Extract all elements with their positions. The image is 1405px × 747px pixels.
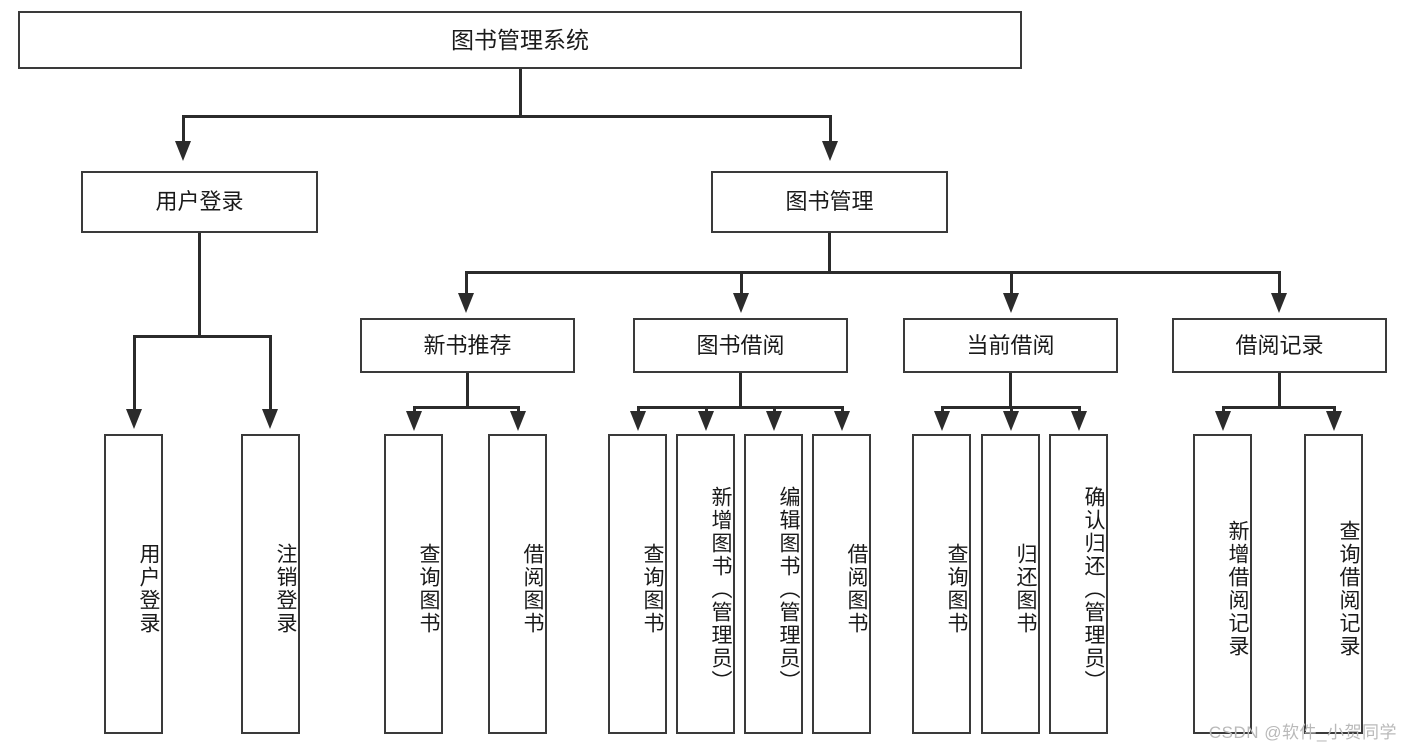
leaf-current-borrow-return[interactable]: 归还图书 [981, 434, 1040, 734]
connector-book-borrow-to-leaf-3 [773, 406, 776, 413]
node-label: 图书管理系统 [451, 26, 589, 53]
leaf-user-login-login[interactable]: 用户登录 [104, 434, 163, 734]
connector-book-manage-stem [828, 233, 831, 273]
connector-book-manage-bus [465, 271, 1279, 274]
connector-new-book-to-leaf-1 [413, 406, 416, 413]
connector-current-borrow-to-leaf-3 [1078, 406, 1081, 413]
node-label: 新增借阅记录 [1226, 520, 1249, 658]
arrowhead-borrow-record-leaf-1 [1215, 411, 1231, 431]
connector-current-borrow-to-leaf-2 [1010, 406, 1013, 413]
node-label: 查询图书 [945, 543, 968, 635]
arrowhead-current-borrow-leaf-3 [1071, 411, 1087, 431]
connector-borrow-record-stem [1278, 373, 1281, 408]
connector-new-book-stem [466, 373, 469, 408]
leaf-new-book-query[interactable]: 查询图书 [384, 434, 443, 734]
node-current-borrow[interactable]: 当前借阅 [903, 318, 1118, 373]
leaf-book-borrow-query[interactable]: 查询图书 [608, 434, 667, 734]
node-label: 图书管理 [785, 189, 874, 215]
node-label: 用户登录 [137, 543, 160, 635]
leaf-borrow-record-add[interactable]: 新增借阅记录 [1193, 434, 1252, 734]
connector-book-borrow-to-leaf-1 [637, 406, 640, 413]
arrowhead-book-borrow-leaf-2 [698, 411, 714, 431]
csdn-watermark: CSDN @软件_小贺同学 [1208, 723, 1397, 742]
node-label: 新增图书（管理员） [709, 485, 732, 693]
arrowhead-new-book-leaf-2 [510, 411, 526, 431]
node-label: 当前借阅 [966, 332, 1055, 358]
node-label: 借阅图书 [521, 543, 544, 635]
connector-book-borrow-stem [739, 373, 742, 408]
connector-current-borrow-stem [1009, 373, 1012, 408]
leaf-new-book-borrow[interactable]: 借阅图书 [488, 434, 547, 734]
node-user-login[interactable]: 用户登录 [81, 171, 318, 233]
node-book-management[interactable]: 图书管理 [711, 171, 948, 233]
connector-root-stem [519, 69, 522, 117]
leaf-borrow-record-query[interactable]: 查询借阅记录 [1304, 434, 1363, 734]
arrowhead-l2-1 [458, 293, 474, 313]
arrowhead-l2-4 [1271, 293, 1287, 313]
node-label: 确认归还（管理员） [1082, 485, 1105, 693]
connector-root-to-book-manage [829, 115, 832, 143]
leaf-book-borrow-borrow[interactable]: 借阅图书 [812, 434, 871, 734]
node-label: 用户登录 [155, 189, 244, 215]
arrowhead-new-book-leaf-1 [406, 411, 422, 431]
arrowhead-book-borrow-leaf-1 [630, 411, 646, 431]
arrowhead-current-borrow-leaf-1 [934, 411, 950, 431]
node-label: 查询图书 [641, 543, 664, 635]
node-label: 新书推荐 [423, 332, 512, 358]
arrowhead-l2-2 [733, 293, 749, 313]
leaf-current-borrow-confirm-return[interactable]: 确认归还（管理员） [1049, 434, 1108, 734]
leaf-book-borrow-edit[interactable]: 编辑图书（管理员） [744, 434, 803, 734]
leaf-user-login-logout[interactable]: 注销登录 [241, 434, 300, 734]
connector-root-to-user-login [182, 115, 185, 143]
connector-book-manage-to-l2-3 [1010, 271, 1013, 295]
connector-borrow-record-bus [1222, 406, 1335, 409]
node-label: 借阅图书 [845, 543, 868, 635]
node-book-borrow[interactable]: 图书借阅 [633, 318, 848, 373]
connector-borrow-record-to-leaf-1 [1222, 406, 1225, 413]
connector-new-book-bus [413, 406, 519, 409]
node-borrow-record[interactable]: 借阅记录 [1172, 318, 1387, 373]
node-label: 编辑图书（管理员） [777, 485, 800, 693]
connector-book-manage-to-l2-4 [1278, 271, 1281, 295]
node-label: 注销登录 [274, 543, 297, 635]
connector-user-login-stem [198, 233, 201, 337]
leaf-current-borrow-query[interactable]: 查询图书 [912, 434, 971, 734]
connector-current-borrow-to-leaf-1 [941, 406, 944, 413]
connector-book-manage-to-l2-2 [740, 271, 743, 295]
arrowhead-l2-3 [1003, 293, 1019, 313]
connector-book-borrow-to-leaf-4 [841, 406, 844, 413]
arrowhead-user-login-leaf-2 [262, 409, 278, 429]
node-root-system[interactable]: 图书管理系统 [18, 11, 1022, 69]
node-label: 查询图书 [417, 543, 440, 635]
arrowhead-root-to-book-manage [822, 141, 838, 161]
arrowhead-current-borrow-leaf-2 [1003, 411, 1019, 431]
connector-user-login-bus [133, 335, 270, 338]
connector-borrow-record-to-leaf-2 [1333, 406, 1336, 413]
arrowhead-borrow-record-leaf-2 [1326, 411, 1342, 431]
node-label: 借阅记录 [1235, 332, 1324, 358]
arrowhead-book-borrow-leaf-4 [834, 411, 850, 431]
connector-book-manage-to-l2-1 [465, 271, 468, 295]
connector-new-book-to-leaf-2 [517, 406, 520, 413]
connector-book-borrow-bus [637, 406, 842, 409]
connector-book-borrow-to-leaf-2 [705, 406, 708, 413]
connector-root-bus [182, 115, 832, 118]
node-new-book-recommend[interactable]: 新书推荐 [360, 318, 575, 373]
arrowhead-root-to-user-login [175, 141, 191, 161]
node-label: 图书借阅 [696, 332, 785, 358]
connector-user-login-to-leaf-1 [133, 335, 136, 411]
connector-user-login-to-leaf-2 [269, 335, 272, 411]
node-label: 归还图书 [1014, 543, 1037, 635]
arrowhead-user-login-leaf-1 [126, 409, 142, 429]
node-label: 查询借阅记录 [1337, 520, 1360, 658]
arrowhead-book-borrow-leaf-3 [766, 411, 782, 431]
leaf-book-borrow-add[interactable]: 新增图书（管理员） [676, 434, 735, 734]
